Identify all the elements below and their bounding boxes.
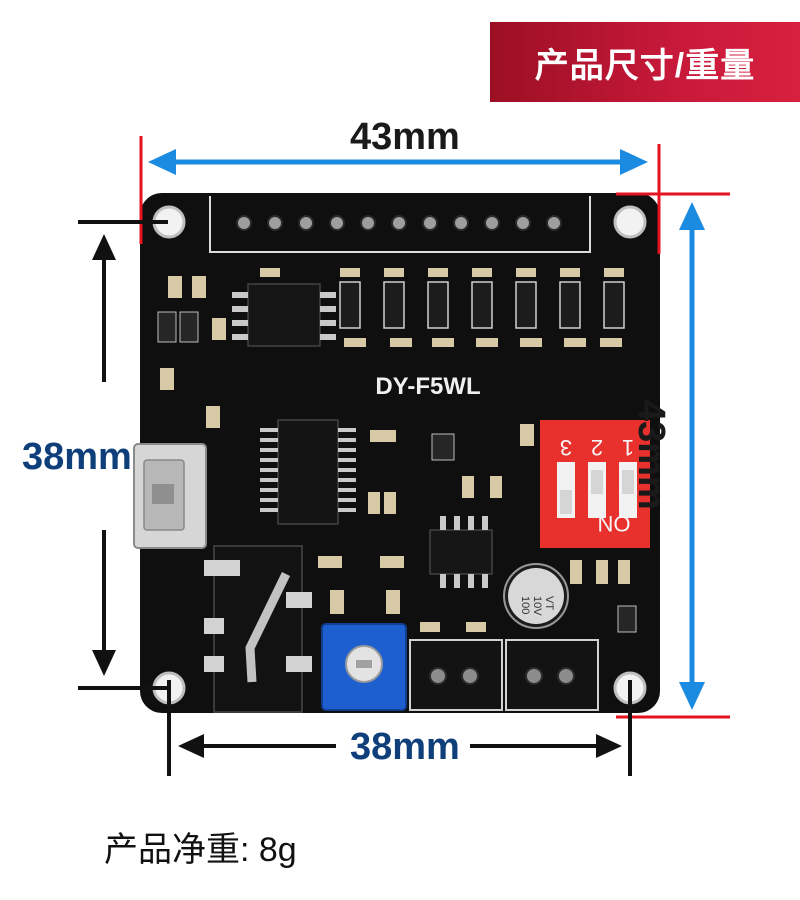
usb-connector	[133, 443, 207, 549]
dip-on-label: ON	[598, 511, 631, 536]
title-banner: 产品尺寸/重量	[490, 22, 800, 102]
header-pins	[236, 215, 562, 231]
right-height-label: 43mm	[630, 400, 672, 510]
soic8-chip	[232, 283, 336, 347]
banner-title: 产品尺寸/重量	[534, 46, 756, 85]
bottom-hole-spacing-label: 38mm	[350, 726, 460, 768]
speaker-terminals	[409, 639, 599, 711]
dip-number-2: 2	[591, 435, 603, 460]
top-dimension-arrow	[148, 149, 648, 175]
capacitor-series: VT	[543, 596, 555, 610]
amplifier-chip	[429, 516, 493, 588]
pcb-board	[133, 193, 660, 713]
main-ic	[260, 419, 356, 525]
right-dimension-arrow	[679, 202, 705, 710]
capacitor-text: 100 10V VT	[519, 596, 555, 616]
capacitor-icon	[503, 563, 569, 629]
red-markers	[139, 136, 730, 719]
dip-switch	[540, 420, 650, 548]
left-dimension-arrow	[78, 220, 168, 690]
model-label: DY-F5WL	[375, 373, 480, 400]
left-hole-spacing-label: 38mm	[22, 436, 132, 478]
dip-switch-numbers: 3 2 1	[560, 435, 634, 460]
top-width-label: 43mm	[350, 116, 460, 158]
potentiometer-icon	[321, 623, 407, 711]
dip-number-3: 3	[560, 435, 572, 460]
dip-number-1: 1	[622, 435, 634, 460]
capacitor-voltage: 10V	[531, 596, 543, 616]
capacitor-value: 100	[519, 596, 531, 614]
bottom-dimension-arrow	[167, 680, 632, 776]
diode-row	[339, 281, 625, 329]
audio-jack	[204, 545, 312, 713]
net-weight-label: 产品净重: 8g	[104, 831, 297, 869]
